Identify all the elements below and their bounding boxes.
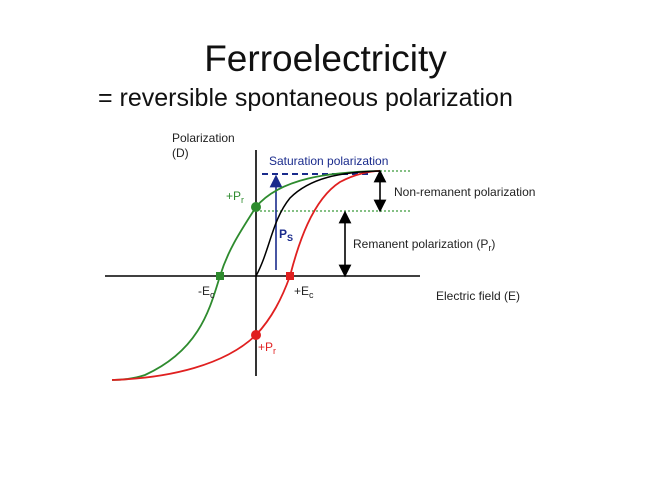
ec-pos-label: +Ec (294, 284, 314, 300)
non-remanent-label: Non-remanent polarization (394, 185, 535, 199)
y-axis-label-line1: Polarization (172, 131, 235, 145)
pr-bottom-point (251, 330, 261, 340)
pr-top-label: +Pr (226, 189, 244, 205)
remanent-label: Remanent polarization (Pr) (353, 237, 495, 253)
ec-neg-point (216, 272, 224, 280)
ec-neg-label: -Ec (198, 284, 215, 300)
slide-subtitle: = reversible spontaneous polarization (98, 84, 513, 112)
pr-top-point (251, 202, 261, 212)
slide-title: Ferroelectricity (204, 38, 447, 79)
initial-polarization-curve (255, 170, 381, 277)
y-axis-label-line2: (D) (172, 146, 189, 160)
x-axis-label: Electric field (E) (436, 289, 520, 303)
pr-bottom-label: +Pr (258, 340, 276, 356)
ec-pos-point (286, 272, 294, 280)
saturation-label: Saturation polarization (269, 154, 388, 168)
ps-label: PS (279, 227, 293, 243)
